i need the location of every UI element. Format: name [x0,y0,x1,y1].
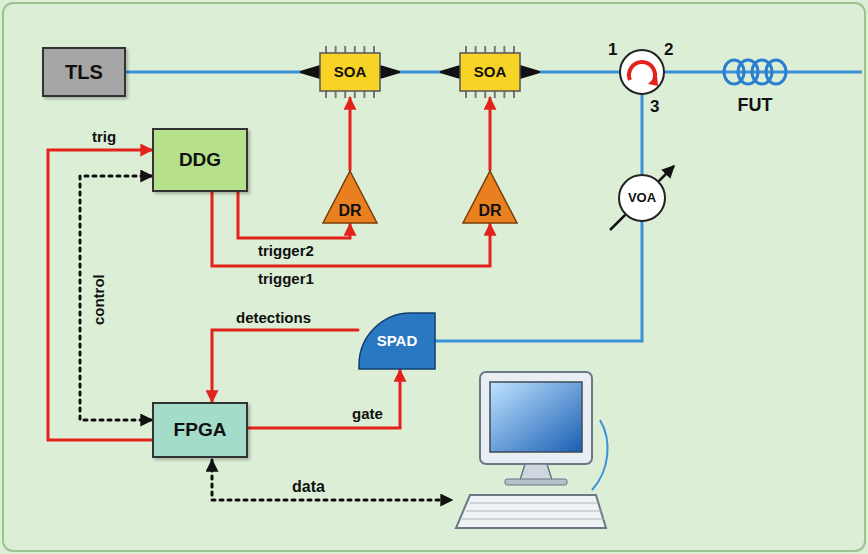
port-number: 2 [664,40,673,60]
node-label: FPGA [174,419,227,441]
node-label: DR [338,202,361,220]
data-link [212,460,452,500]
signal-wire [212,330,358,402]
node-label: SOA [334,63,367,80]
delay-generator: DDG [152,128,248,192]
fiber-link [126,71,300,74]
signal-name: trig [92,128,116,145]
fiber-link [400,71,440,74]
signal-name: trigger1 [258,270,314,287]
amplifier-chip: SOA [300,46,400,98]
signal-wire [489,98,492,170]
fiber-link [436,222,642,341]
port-number: 3 [650,97,659,117]
fiber-coil: FUT [715,48,795,120]
detector: SPAD [358,312,436,370]
node-label: DR [478,202,501,220]
fpga-box: FPGA [152,402,248,458]
signal-wire [349,98,352,170]
node-label: DDG [179,149,221,171]
node-label: TLS [65,61,103,84]
computer [456,372,608,528]
signal-name: detections [236,309,311,326]
signal-wire [248,370,400,428]
signal-name: gate [352,405,383,422]
signal-name: trigger2 [258,242,314,259]
node-label: FUT [738,95,773,116]
signal-name: data [292,478,325,496]
port-number: 1 [608,40,617,60]
driver-triangle: DR [322,170,378,224]
signal-name: control [89,275,106,326]
signal-wire [212,192,490,266]
node-label: SOA [474,63,507,80]
signal-wire [48,150,152,440]
attenuator-circle: VOA [618,174,666,222]
panel [3,3,865,551]
circulator [620,50,664,94]
node-label: VOA [628,191,656,206]
laser-source: TLS [42,47,126,97]
amplifier-chip: SOA [440,46,540,98]
driver-triangle: DR [462,170,518,224]
node-label: SPAD [377,332,418,349]
fiber [540,72,862,174]
control-link [80,176,152,420]
